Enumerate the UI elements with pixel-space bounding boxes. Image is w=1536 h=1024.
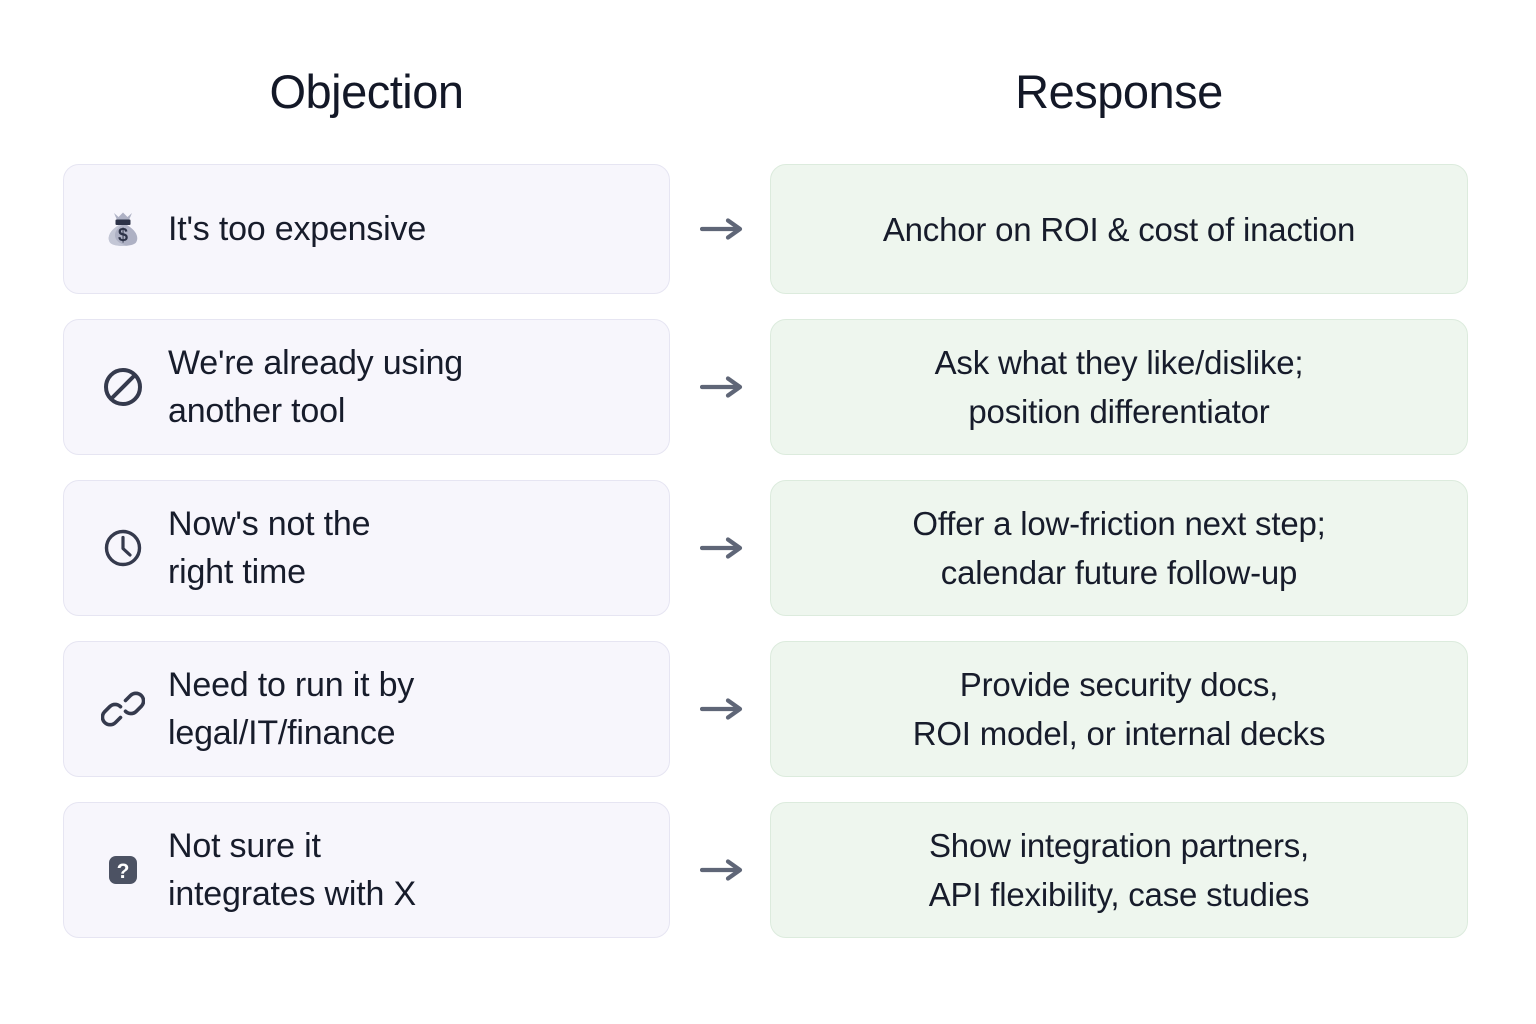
objection-label: Need to run it by legal/IT/finance	[168, 661, 414, 757]
response-line-2: calendar future follow-up	[940, 554, 1298, 591]
response-line-1: Provide security docs,	[959, 666, 1279, 703]
prohibited-icon	[100, 364, 146, 410]
table-row: Now's not the right time Offer a low-fri…	[0, 480, 1536, 616]
response-label: Offer a low-friction next step; calendar…	[912, 499, 1325, 597]
objection-card[interactable]: Need to run it by legal/IT/finance	[63, 641, 670, 777]
table-row: $ It's too expensive Anchor on ROI & cos…	[0, 164, 1536, 294]
column-headers: Objection Response	[0, 60, 1536, 130]
response-card[interactable]: Ask what they like/dislike; position dif…	[770, 319, 1468, 455]
link-icon	[100, 686, 146, 732]
objection-line-2: another tool	[168, 392, 346, 430]
response-line-2: ROI model, or internal decks	[912, 715, 1326, 752]
arrow-icon	[690, 319, 756, 455]
response-card[interactable]: Show integration partners, API flexibili…	[770, 802, 1468, 938]
arrow-icon	[690, 164, 756, 294]
objection-line-2: legal/IT/finance	[168, 714, 396, 752]
response-label: Ask what they like/dislike; position dif…	[935, 338, 1304, 436]
objection-line-2: integrates with X	[168, 875, 416, 913]
objection-card[interactable]: Now's not the right time	[63, 480, 670, 616]
objection-label: It's too expensive	[168, 205, 426, 253]
objection-label: Not sure it integrates with X	[168, 822, 416, 918]
table-row: We're already using another tool Ask wha…	[0, 319, 1536, 455]
table-row: Need to run it by legal/IT/finance Provi…	[0, 641, 1536, 777]
response-card[interactable]: Offer a low-friction next step; calendar…	[770, 480, 1468, 616]
objection-line-1: Not sure it	[168, 827, 321, 865]
objection-line-1: It's too expensive	[168, 210, 427, 248]
svg-text:?: ?	[117, 860, 130, 883]
response-line-1: Anchor on ROI & cost of inaction	[882, 210, 1356, 248]
column-header-objection: Objection	[269, 65, 464, 118]
objection-label: Now's not the right time	[168, 500, 371, 596]
objection-card[interactable]: ? Not sure it integrates with X	[63, 802, 670, 938]
money-bag-icon: $	[100, 206, 146, 252]
objection-card[interactable]: We're already using another tool	[63, 319, 670, 455]
arrow-icon	[690, 480, 756, 616]
response-line-1: Offer a low-friction next step;	[912, 505, 1326, 542]
rows-container: $ It's too expensive Anchor on ROI & cos…	[0, 164, 1536, 963]
response-line-1: Show integration partners,	[928, 827, 1310, 864]
objection-card[interactable]: $ It's too expensive	[63, 164, 670, 294]
arrow-icon	[690, 641, 756, 777]
response-label: Show integration partners, API flexibili…	[929, 821, 1310, 919]
objection-line-2: right time	[168, 553, 306, 591]
response-line-1: Ask what they like/dislike;	[934, 344, 1304, 381]
svg-text:$: $	[118, 225, 128, 245]
column-header-response: Response	[1015, 65, 1223, 118]
objection-line-1: We're already using	[168, 344, 463, 382]
table-row: ? Not sure it integrates with X Show int…	[0, 802, 1536, 938]
response-card[interactable]: Anchor on ROI & cost of inaction	[770, 164, 1468, 294]
response-line-2: position differentiator	[968, 393, 1270, 430]
response-label: Provide security docs, ROI model, or int…	[913, 660, 1326, 758]
question-box-icon: ?	[100, 847, 146, 893]
arrow-icon	[690, 802, 756, 938]
objection-label: We're already using another tool	[168, 339, 463, 435]
response-line-2: API flexibility, case studies	[928, 876, 1310, 913]
objection-line-1: Need to run it by	[168, 666, 415, 704]
response-card[interactable]: Provide security docs, ROI model, or int…	[770, 641, 1468, 777]
clock-icon	[100, 525, 146, 571]
objection-line-1: Now's not the	[168, 505, 371, 543]
response-label: Anchor on ROI & cost of inaction	[882, 205, 1356, 254]
